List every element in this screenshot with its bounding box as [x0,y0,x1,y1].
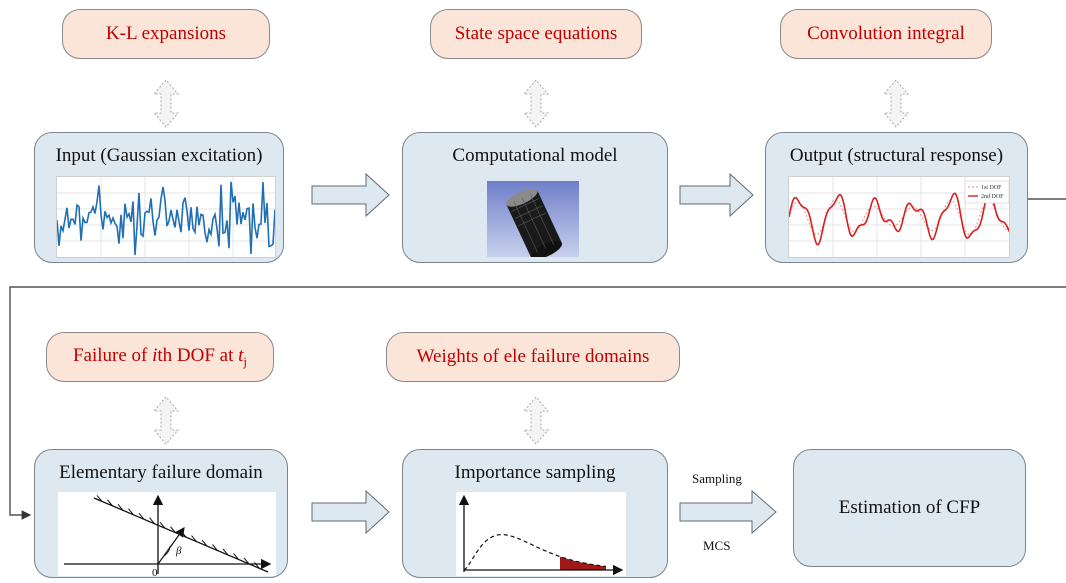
structural-response-chart: 1st DOF 2nd DOF [789,177,1009,257]
bidir-arrow-state-space [522,79,550,128]
cylinder-mesh-icon [506,188,563,260]
tag-state-space-label: State space equations [454,23,618,44]
output-response-plot: 1st DOF 2nd DOF [788,176,1010,258]
box-model-title: Computational model [452,145,618,166]
box-output: Output (structural response) 1st DOF 2nd… [765,132,1028,263]
box-estimation-cfp: Estimation of CFP [793,449,1026,567]
legend-label-1: 1st DOF [981,185,1002,191]
tag-convolution-integral: Convolution integral [780,9,992,59]
tag-failure-label: Failure of ith DOF at tj [73,345,247,370]
tag-convolution-label: Convolution integral [807,23,965,44]
failure-domain-sketch: β 0 [64,494,272,576]
mcs-label: MCS [703,538,731,553]
tag-kl-label: K-L expansions [105,23,227,44]
beta-angle-arc [163,545,171,557]
box-estimation-title: Estimation of CFP [838,497,981,518]
beta-label: β [175,545,182,557]
block-arrow-elementary-to-importance [311,489,390,535]
bidir-arrow-failure [152,396,180,445]
box-importance-sampling: Importance sampling [402,449,668,578]
block-arrow-model-to-output [679,172,754,218]
gaussian-signal-chart [57,177,275,257]
tag-failure-pre: Failure of [72,344,153,366]
importance-density-sketch [458,494,624,576]
box-computational-model: Computational model [402,132,668,263]
sampling-label: Sampling [692,471,742,486]
tag-weights-label: Weights of ele failure domains [416,346,650,367]
limit-state-line [93,497,269,573]
box-output-title: Output (structural response) [789,145,1004,166]
block-arrow-importance-to-estimation [679,489,777,535]
tag-kl-expansions: K-L expansions [62,9,270,59]
origin-label: 0 [152,567,158,576]
model-render-panel [487,181,579,260]
bidir-arrow-kl [152,79,180,128]
tag-failure-ith-dof: Failure of ith DOF at tj [46,332,274,382]
bidir-arrow-convolution [882,79,910,128]
bidir-arrow-weights [522,396,550,445]
block-arrow-input-to-model [311,172,390,218]
beta-vector [157,527,185,565]
box-input-title: Input (Gaussian excitation) [55,145,263,166]
box-input: Input (Gaussian excitation) [34,132,284,263]
density-curve [463,533,607,571]
box-importance-title: Importance sampling [454,462,616,483]
tag-state-space-equations: State space equations [430,9,642,59]
importance-plot [456,492,626,576]
legend-label-2: 2nd DOF [981,194,1004,200]
failure-domain-plot: β 0 [58,492,276,576]
tag-failure-mid: th DOF at [157,344,239,366]
response-line-2nd-dof [789,190,1009,246]
tag-weights-failure-domains: Weights of ele failure domains [386,332,680,382]
input-signal-plot [56,176,276,258]
box-elementary-failure-domain: Elementary failure domain β 0 [34,449,288,578]
box-elementary-title: Elementary failure domain [59,462,263,483]
tag-failure-sub: j [243,353,248,369]
gaussian-signal-line [57,181,275,256]
